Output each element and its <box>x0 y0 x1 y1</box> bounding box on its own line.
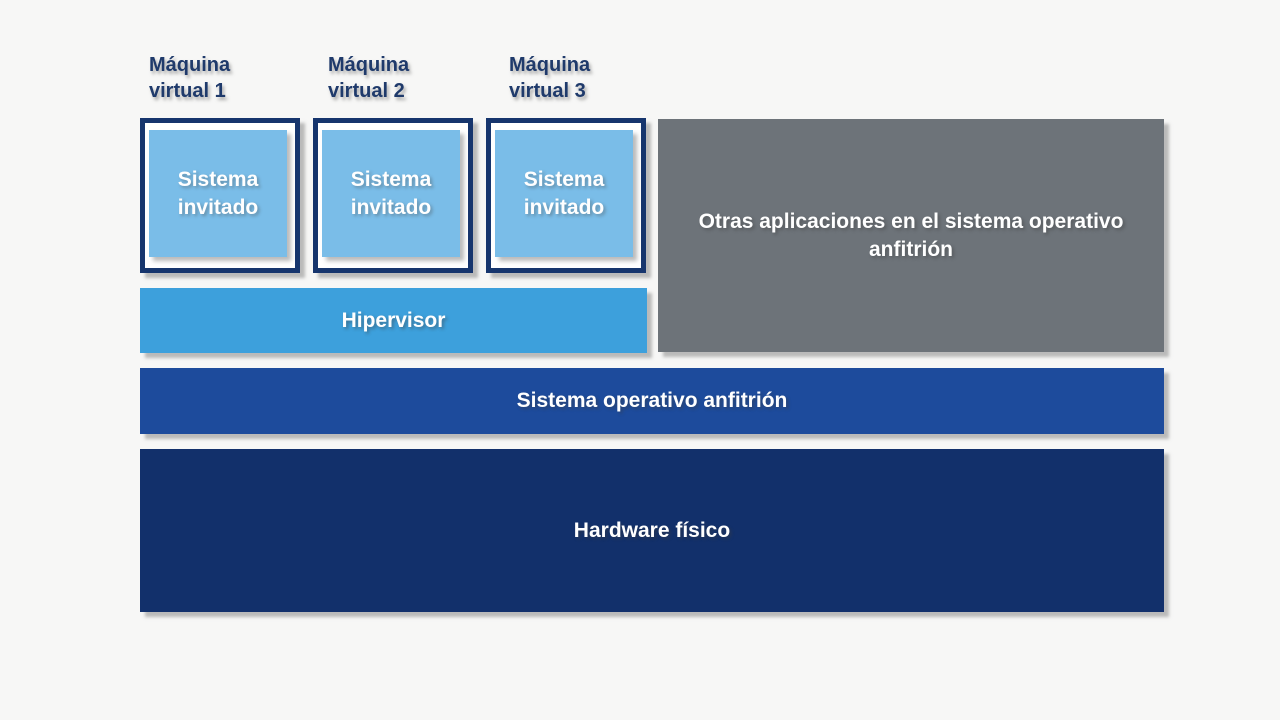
host-os-bar: Sistema operativo anfitrión <box>140 368 1164 434</box>
vm2-title: Máquina virtual 2 <box>328 54 410 102</box>
hypervisor-bar: Hipervisor <box>140 288 647 353</box>
other-apps-label: Otras aplicaciones en el sistema operati… <box>698 209 1124 261</box>
vm2-box: Sistema invitado <box>313 118 473 273</box>
vm2-guest-os-box: Sistema invitado <box>322 130 460 257</box>
vm3-guest-os-label: Sistema invitado <box>523 167 605 219</box>
hypervisor-label: Hipervisor <box>341 308 446 332</box>
vm1-guest-os-box: Sistema invitado <box>149 130 287 257</box>
vm3-box: Sistema invitado <box>486 118 646 273</box>
host-os-label: Sistema operativo anfitrión <box>516 389 788 412</box>
vm1-title: Máquina virtual 1 <box>149 54 231 102</box>
hardware-bar: Hardware físico <box>140 449 1164 612</box>
vm1-guest-os-label: Sistema invitado <box>177 167 259 219</box>
other-apps-box: Otras aplicaciones en el sistema operati… <box>658 119 1164 352</box>
vm1-box: Sistema invitado <box>140 118 300 273</box>
vm2-guest-os-label: Sistema invitado <box>350 167 432 219</box>
vm3-title: Máquina virtual 3 <box>509 54 591 102</box>
hardware-label: Hardware físico <box>573 518 731 542</box>
vm3-guest-os-box: Sistema invitado <box>495 130 633 257</box>
